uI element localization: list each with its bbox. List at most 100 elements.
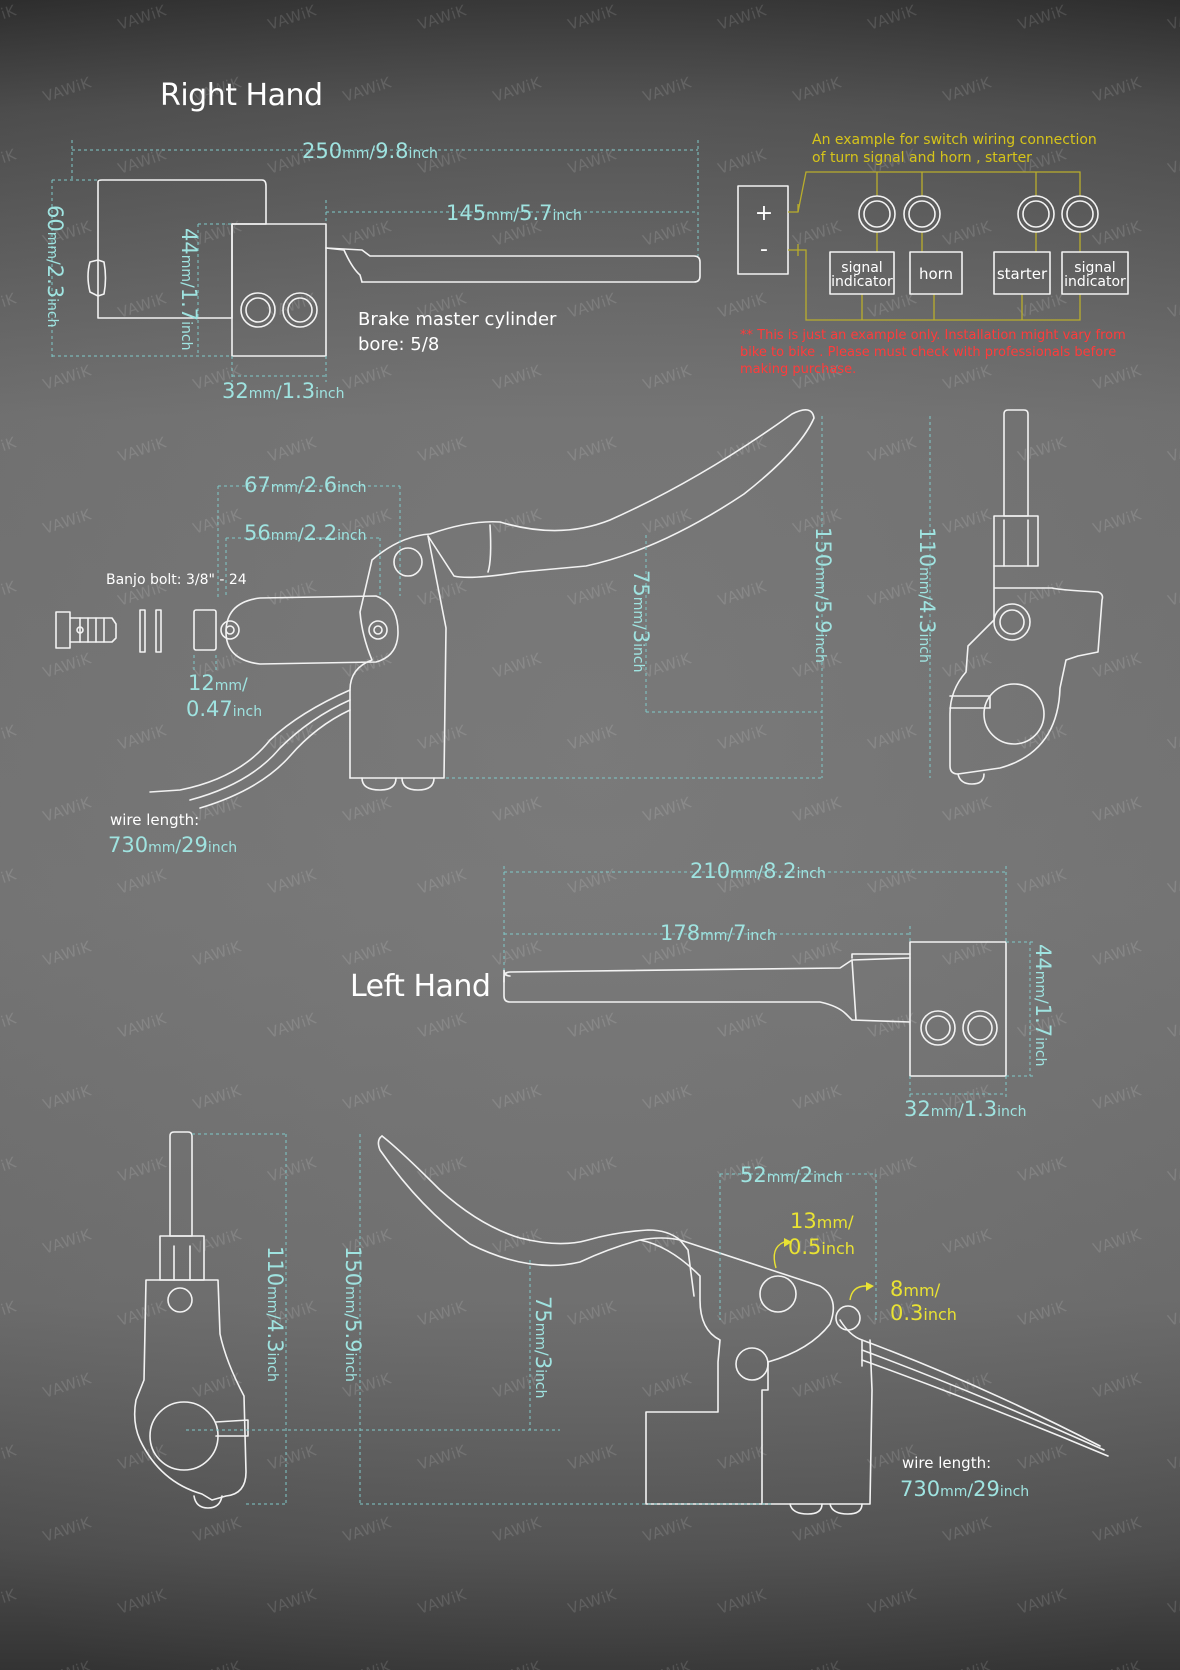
wire-load-drops — [861, 294, 1023, 320]
cylinder-cap-inner — [97, 259, 107, 297]
end-view-lever — [1003, 409, 1029, 517]
dim-line-178 — [504, 926, 911, 942]
arrow-hole-8 — [849, 1285, 867, 1301]
left-end-clamp-slit — [215, 1419, 249, 1437]
dim-line-60 — [51, 179, 232, 358]
right-top-dimensions — [51, 140, 699, 382]
left-lever-top-view — [503, 957, 911, 1023]
banjo-bolt — [55, 611, 117, 649]
end-view-clamp-slit — [949, 695, 991, 709]
end-view-pivot-inner — [999, 609, 1025, 635]
dim-44-left-label: 44mm/1.7inch — [1031, 944, 1055, 1067]
dim-210-label: 210mm/8.2inch — [690, 859, 826, 883]
right-hand-side-view — [55, 409, 815, 809]
left-end-lever — [169, 1131, 193, 1237]
switch-circle-2-inner — [908, 200, 936, 228]
wiring-caption-line-2: of turn signal and horn , starter — [812, 150, 1032, 166]
left-switch-button-1-inner — [925, 1015, 951, 1041]
dim-line-75-left — [186, 1260, 560, 1431]
left-switch-button-2-inner — [967, 1015, 993, 1041]
switch-wire-2 — [189, 699, 351, 801]
dim-line-52 — [719, 1173, 877, 1320]
load-label-signal-right-1: signal — [1074, 260, 1115, 276]
end-view-handlebar-clamp — [983, 683, 1045, 745]
disclaimer-line-3: making purchase. — [740, 362, 856, 377]
left-wire-length-value: 730mm/29inch — [900, 1477, 1029, 1501]
pivot-bolt — [393, 547, 423, 577]
dim-13-label-1: 13mm/ — [790, 1209, 854, 1233]
load-label-starter: starter — [997, 265, 1048, 283]
left-lever-base — [851, 953, 911, 959]
wiring-example: An example for switch wiring connection … — [737, 132, 1129, 377]
load-box-signal-left — [829, 251, 895, 295]
switch-wire-3 — [199, 709, 351, 809]
left-end-top-hole — [167, 1287, 193, 1313]
dim-13-label-2: 0.5inch — [788, 1235, 855, 1259]
switch-button-1-inner — [245, 297, 271, 323]
right-hand-title: Right Hand — [160, 78, 323, 113]
arrow-hole-13-head — [784, 1238, 792, 1247]
battery-minus-terminal: - — [760, 237, 768, 262]
switch-block — [231, 223, 327, 357]
banjo-bolt-threads — [79, 617, 105, 643]
dim-line-12 — [193, 655, 217, 672]
disclaimer-line-2: bike to bike . Please must check with pr… — [740, 345, 1116, 360]
wiring-caption-line-1: An example for switch wiring connection — [812, 132, 1097, 148]
clamp-hole-right-inner — [373, 625, 383, 635]
dim-line-44-left — [1006, 941, 1034, 1077]
left-hand-end-view — [133, 1131, 249, 1509]
left-end-bottom-button — [193, 1495, 223, 1509]
left-end-switch-slot — [173, 1245, 191, 1281]
banjo-washer-1 — [139, 609, 146, 653]
dim-52-label: 52mm/2inch — [740, 1163, 842, 1187]
switch-circle-3-inner — [1022, 200, 1050, 228]
load-label-signal-left-2: indicator — [831, 274, 893, 290]
cylinder-label-line-2: bore: 5/8 — [358, 334, 439, 355]
clamp-hole-left-inner — [225, 625, 235, 635]
switch-circle-1-inner — [863, 200, 891, 228]
left-wire-length-label: wire length: — [902, 1454, 991, 1472]
left-switch-button-2 — [962, 1010, 998, 1046]
dim-32-left-label: 32mm/1.3inch — [904, 1097, 1027, 1121]
banjo-bolt-label: Banjo bolt: 3/8" - 24 — [106, 572, 247, 588]
dim-line-32-left — [909, 1076, 1007, 1100]
left-switch-button-1 — [920, 1010, 956, 1046]
clamp-hole-left — [220, 620, 240, 640]
cylinder-label-line-1: Brake master cylinder — [358, 309, 557, 330]
dim-line-32 — [231, 356, 327, 382]
end-view-pivot — [993, 603, 1031, 641]
left-clutch-lever — [377, 1135, 835, 1505]
dim-60-label: 60mm/2.3inch — [43, 205, 67, 328]
battery-plus-terminal: + — [755, 201, 773, 226]
dim-line-67 — [217, 485, 401, 598]
dim-150-left-label: 150mm/5.9inch — [341, 1246, 365, 1382]
switch-button-2-inner — [287, 297, 313, 323]
right-wire-length-value: 730mm/29inch — [108, 833, 237, 857]
left-end-body — [133, 1279, 247, 1501]
right-hand-end-view — [949, 409, 1104, 785]
dim-75-label: 75mm/3inch — [629, 570, 653, 672]
lever-pivot-edge — [487, 524, 492, 573]
master-cylinder-housing — [349, 535, 447, 779]
left-lever-pivot-edge — [679, 1239, 695, 1297]
disclaimer-line-1: ** This is just an example only. Install… — [740, 328, 1126, 343]
switch-circle-4-inner — [1066, 200, 1094, 228]
reservoir-clamp — [225, 595, 399, 665]
left-switch-block — [909, 941, 1007, 1077]
switch-button-2 — [282, 292, 318, 328]
load-box-starter — [993, 251, 1051, 295]
end-view-body — [949, 565, 1104, 775]
dim-8-label-2: 0.3inch — [890, 1301, 957, 1325]
left-top-dimensions — [503, 866, 1034, 1100]
left-mount-hole — [735, 1347, 769, 1381]
left-side-dimensions — [186, 1133, 877, 1505]
wire-positive-bus — [788, 171, 1081, 213]
dim-250-label: 250mm/9.8inch — [302, 139, 438, 163]
dim-8-label-1: 8mm/ — [890, 1277, 941, 1301]
battery-box — [737, 185, 789, 275]
dim-150-label: 150mm/5.9inch — [811, 527, 835, 663]
switch-circle-3 — [1017, 195, 1055, 233]
master-cylinder-body — [97, 179, 267, 319]
